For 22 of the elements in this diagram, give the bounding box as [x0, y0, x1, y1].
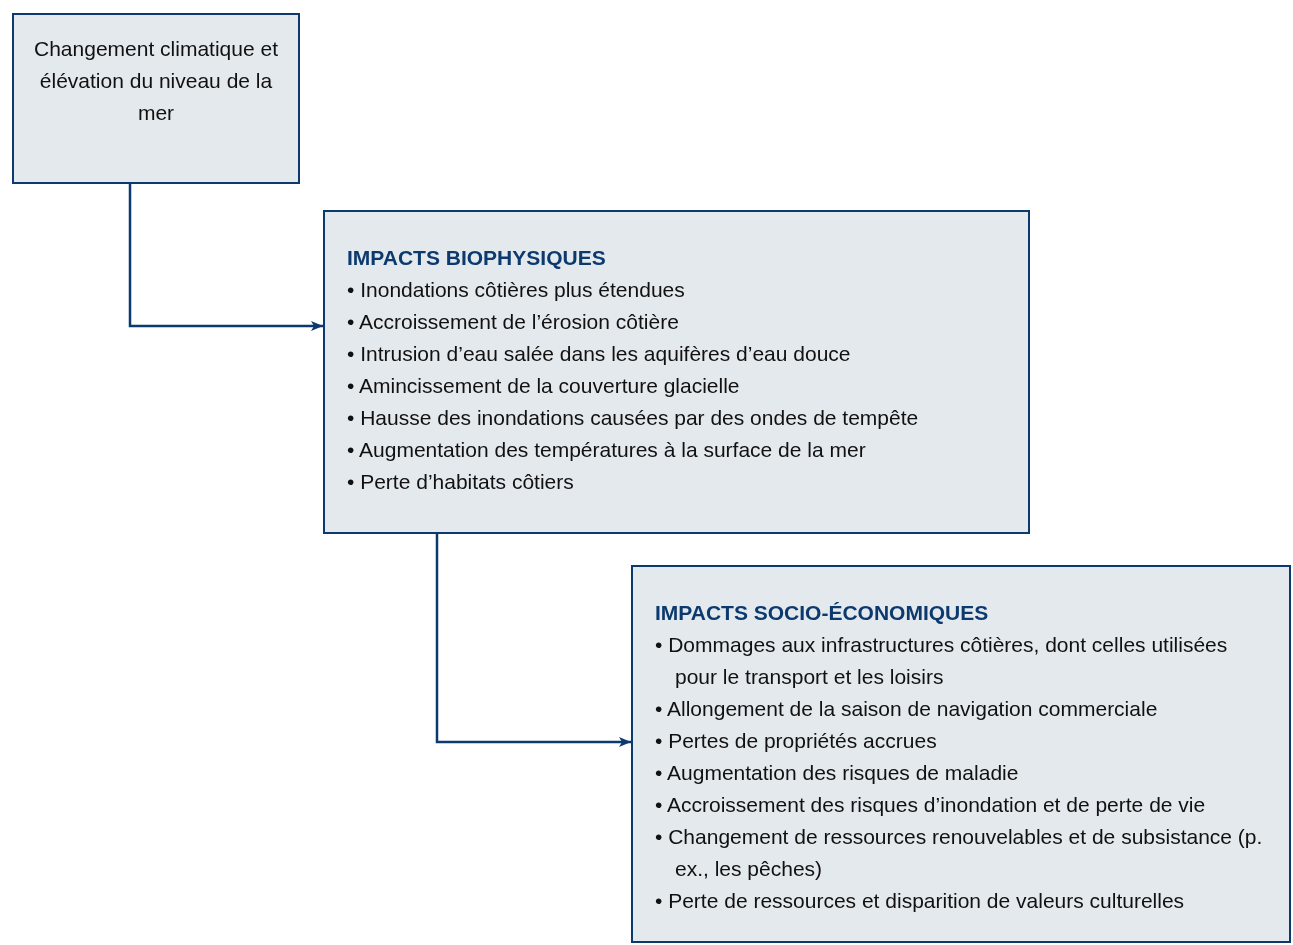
text-box [12, 13, 300, 184]
bullet-item: • Accroissement de l’érosion côtière [347, 309, 680, 335]
section-heading: IMPACTS SOCIO-ÉCONOMIQUES [655, 600, 990, 626]
box-text: Changement climatique et élévation du niveau de la mer [33, 36, 279, 126]
bullet-item: • Perte de ressources et disparition de valeurs culturelles [655, 888, 1186, 914]
bullet-item: • Allongement de la saison de navigation commerciale [655, 696, 1159, 722]
bullet-item: • Hausse des inondations causées par des ondes de tempête [347, 405, 920, 431]
text-box [631, 565, 1291, 943]
bullet-item: • Intrusion d’eau salée dans les aquifères d’eau douce [347, 341, 852, 367]
bullet-item: • Augmentation des températures à la surface de la mer [347, 437, 867, 463]
bullet-item: • Accroissement des risques d’inondation et de perte de vie [655, 792, 1207, 818]
arrow [128, 184, 323, 331]
bullet-item: • Pertes de propriétés accrues [655, 728, 938, 754]
section-heading: IMPACTS BIOPHYSIQUES [347, 245, 607, 271]
bullet-item: • Inondations côtières plus étendues [347, 277, 686, 303]
bullet-item: • Perte d’habitats côtiers [347, 469, 575, 495]
arrow [435, 534, 631, 747]
bullet-item: • Dommages aux infrastructures côtières, dont celles utilisées pour le transport et les loisirs [655, 632, 1229, 690]
bullet-item: • Augmentation des risques de maladie [655, 760, 1020, 786]
text-box [323, 210, 1030, 534]
bullet-item: • Changement de ressources renouvelables et de subsistance (p. ex., les pêches) [655, 824, 1264, 882]
bullet-item: • Amincissement de la couverture glacielle [347, 373, 741, 399]
